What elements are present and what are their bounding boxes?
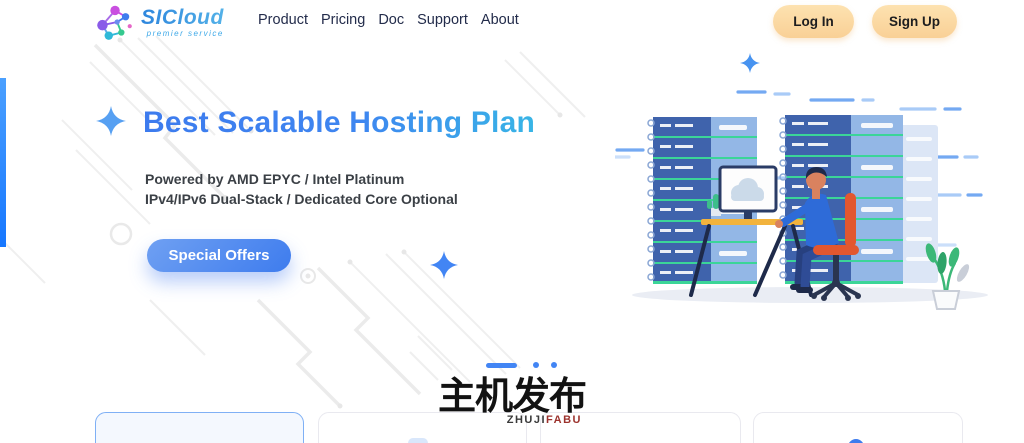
plan-card-4-icon [848,439,864,443]
special-offers-button[interactable]: Special Offers [147,239,291,272]
hero-subtitle-line1: Powered by AMD EPYC / Intel Platinum [145,171,405,187]
brand-tagline: premier service [146,28,224,38]
nav-item-doc[interactable]: Doc [378,12,405,28]
signup-button[interactable]: Sign Up [872,5,957,38]
nav-item-product[interactable]: Product [258,12,308,28]
molecule-network-icon [97,5,132,40]
hero-subtitle: Powered by AMD EPYC / Intel Platinum IPv… [145,169,458,209]
carousel-indicator-2[interactable] [533,362,539,368]
plan-card-1[interactable] [95,412,304,443]
main-nav: Product Pricing Doc Support About [258,12,519,28]
plan-card-4[interactable] [753,412,963,443]
sparkle-star-icon [430,251,458,279]
plan-card-3[interactable] [540,412,741,443]
nav-item-pricing[interactable]: Pricing [320,12,366,28]
brand-logo[interactable]: SICloud premier service [93,3,224,41]
hero-title: Best Scalable Hosting Plan [143,106,535,139]
carousel-indicator-3[interactable] [551,362,557,368]
left-accent-bar [0,78,6,247]
hero-subtitle-line2: IPv4/IPv6 Dual-Stack / Dedicated Core Op… [145,191,458,207]
carousel-indicators [486,362,557,368]
hero-illustration [615,53,988,310]
login-button[interactable]: Log In [773,5,854,38]
plan-card-2-icon [408,438,428,443]
nav-item-about[interactable]: About [480,12,519,28]
carousel-indicator-active[interactable] [486,362,517,368]
plan-cards-row [0,412,1024,443]
nav-item-support[interactable]: Support [417,12,468,28]
brand-name: SICloud [141,5,224,29]
plan-card-2[interactable] [318,412,527,443]
sparkle-star-icon [96,106,126,136]
